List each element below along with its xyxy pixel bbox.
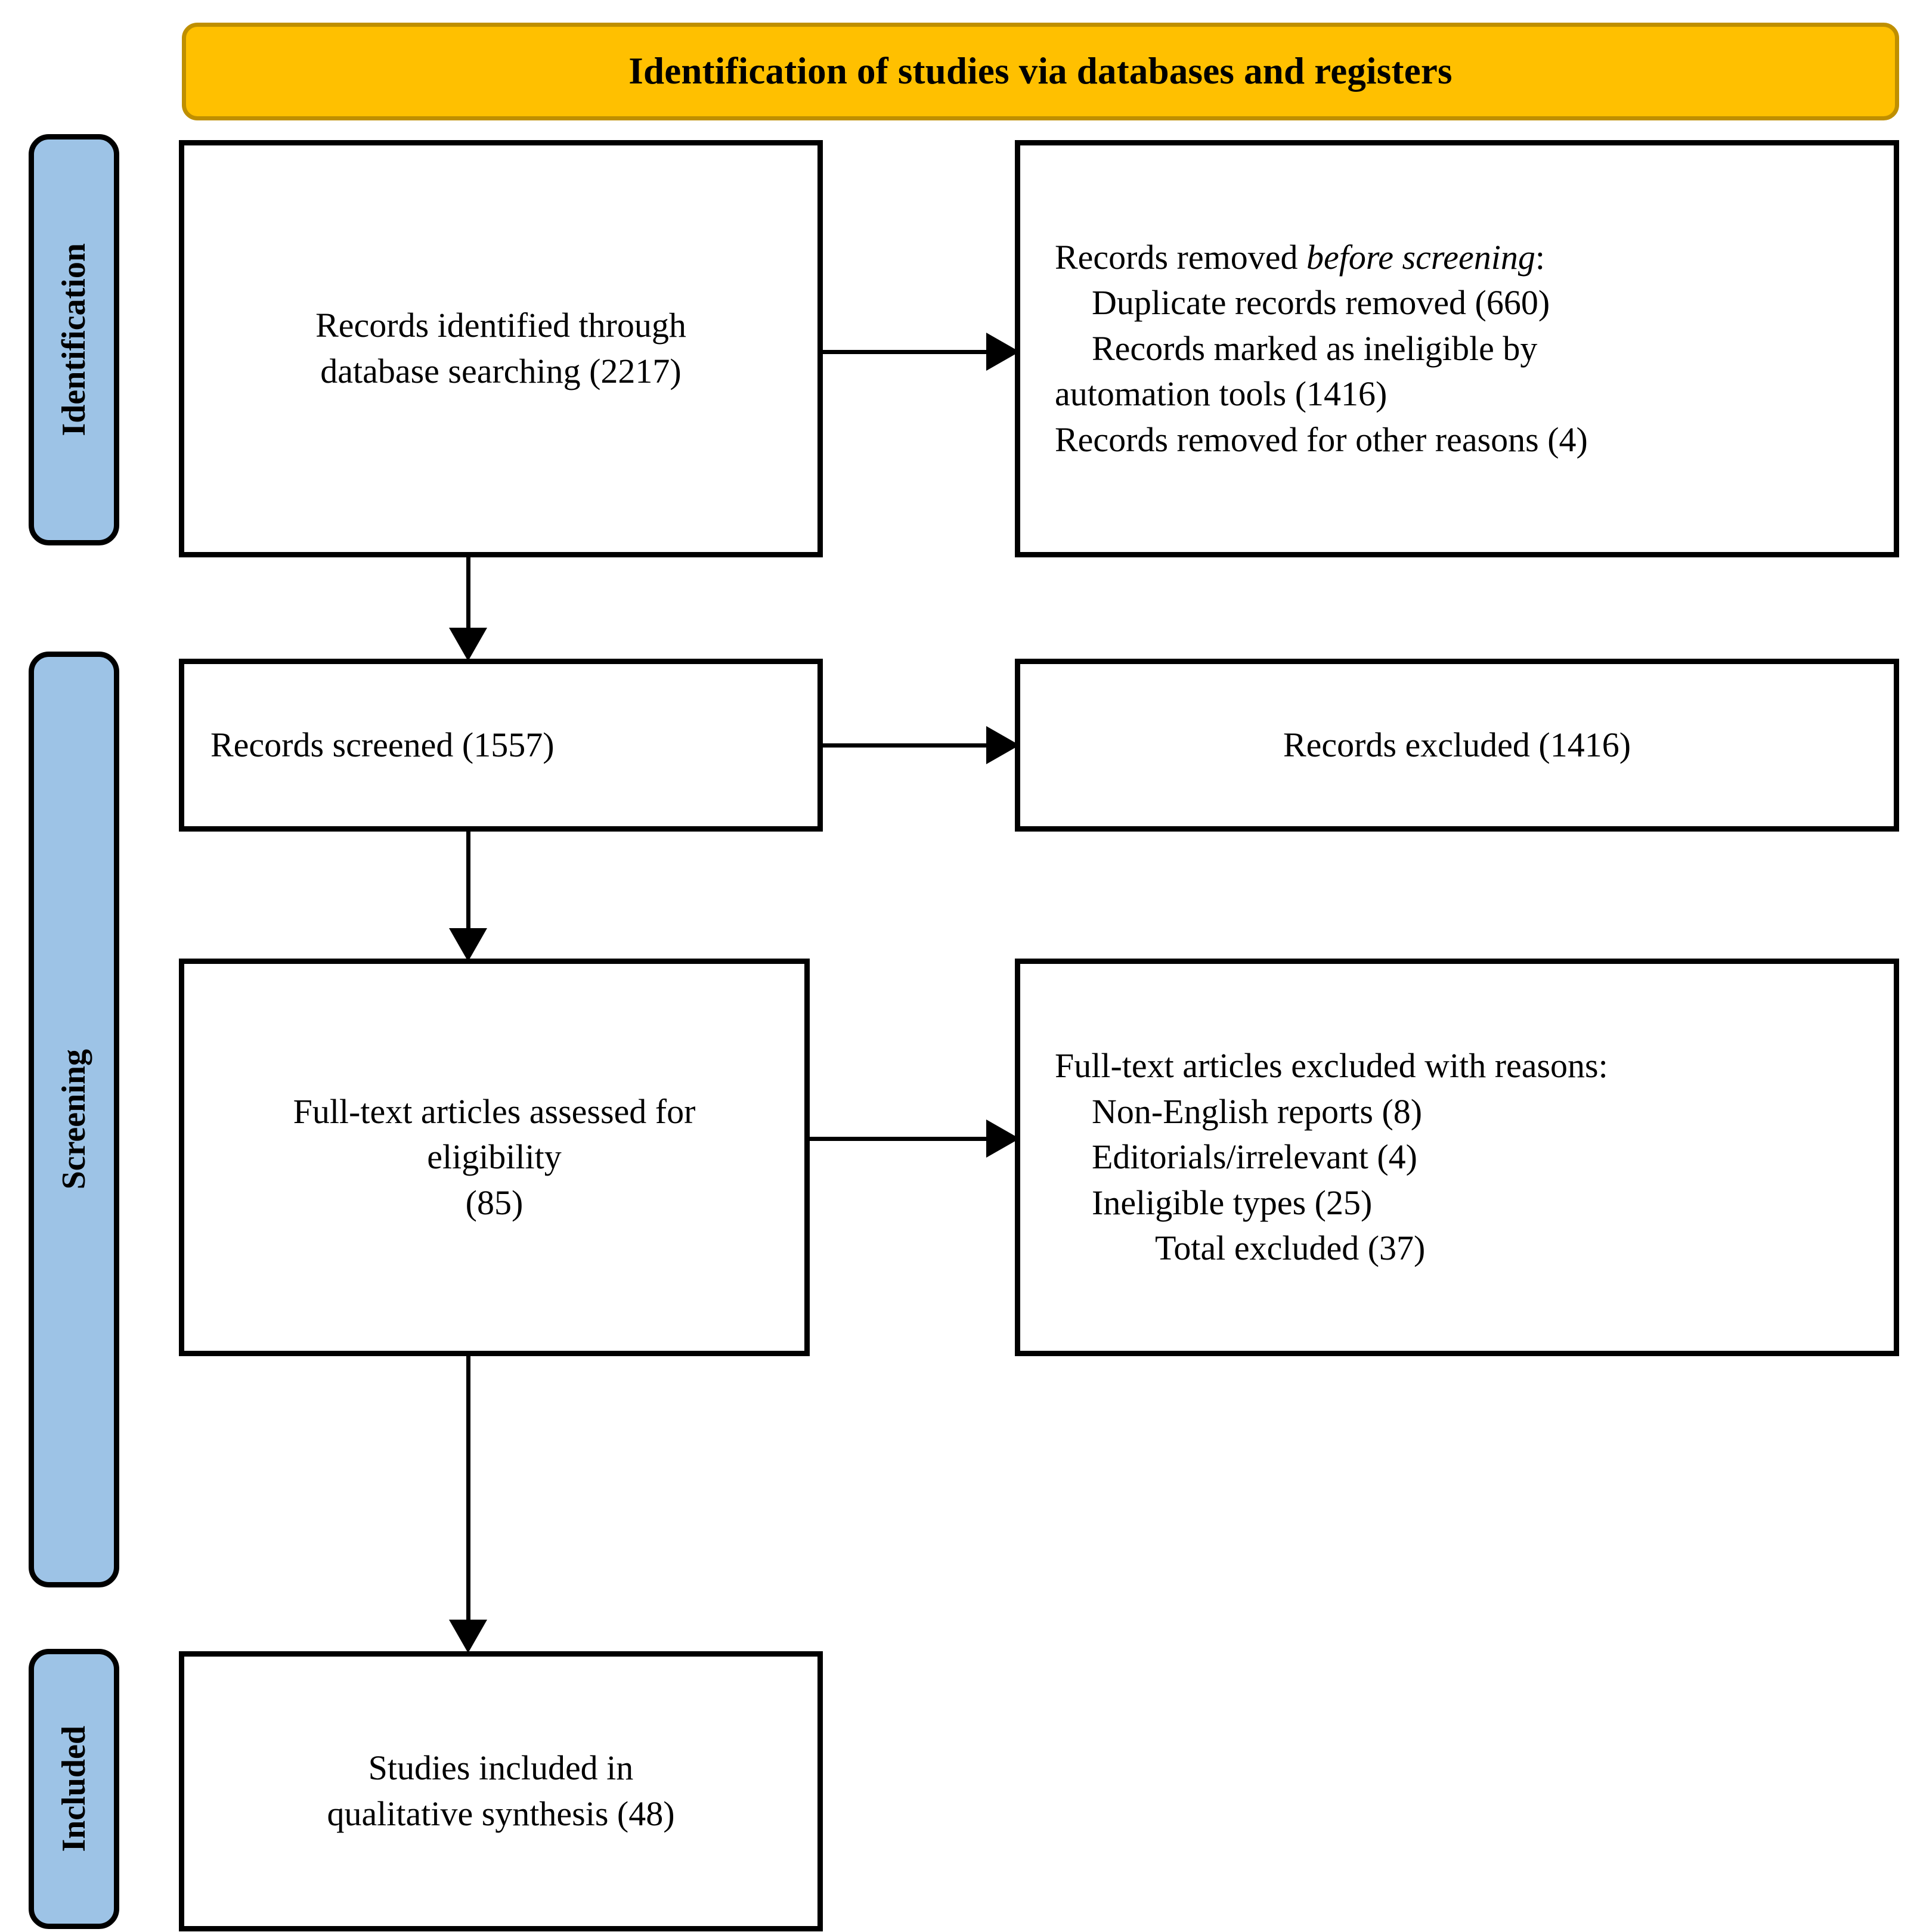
box-records-removed-heading-prefix: Records removed [1055,237,1306,277]
box-fulltext-assessed-line-1: Full-text articles assessed for [293,1091,696,1131]
phase-label-included: Included [29,1649,119,1929]
box-studies-included-line-2: qualitative synthesis (48) [327,1794,675,1833]
arrow-shaft [466,830,470,932]
box-fulltext-excluded-heading: Full-text articles excluded with reasons… [1055,1046,1608,1086]
box-fulltext-excluded-total: Total excluded (37) [1155,1229,1426,1268]
box-fulltext-excluded-item-3: Ineligible types (25) [1092,1183,1373,1222]
box-records-screened: Records screened (1557) [179,659,823,832]
diagram-title: Identification of studies via databases … [628,50,1453,92]
arrow-head-right [986,333,1020,371]
box-records-removed: Records removed before screening: Duplic… [1015,140,1899,557]
arrow-shaft [822,743,990,748]
arrow-head-right [986,726,1020,764]
box-records-excluded-line-1: Records excluded (1416) [1283,725,1631,764]
diagram-header-banner: Identification of studies via databases … [182,23,1899,120]
box-fulltext-assessed-line-3: (85) [465,1183,524,1222]
box-fulltext-excluded: Full-text articles excluded with reasons… [1015,959,1899,1356]
box-records-removed-heading-suffix: : [1535,237,1545,277]
box-records-screened-line-1: Records screened (1557) [210,725,555,764]
arrow-screened-to-excluded-icon [822,724,1020,766]
box-records-removed-item-1: Duplicate records removed (660) [1092,283,1550,322]
phase-label-identification-text: Identification [55,243,92,436]
box-fulltext-excluded-item-1: Non-English reports (8) [1092,1091,1423,1131]
arrow-identified-to-screened-icon [448,556,488,661]
box-records-identified: Records identified through database sear… [179,140,823,557]
arrow-shaft [822,350,990,354]
phase-label-included-text: Included [55,1726,92,1852]
arrow-head-down [449,628,487,661]
box-studies-included: Studies included in qualitative synthesi… [179,1651,823,1931]
arrow-head-down [449,928,487,962]
box-records-removed-item-2: Records marked as ineligible by [1092,328,1538,368]
box-records-removed-heading-italic: before screening [1306,237,1535,277]
arrow-fulltext-to-excluded-icon [809,1118,1020,1159]
arrow-identified-to-removed-icon [822,331,1020,373]
box-records-removed-item-3: automation tools (1416) [1055,374,1388,414]
box-records-identified-line-2: database searching (2217) [320,352,682,390]
arrow-head-right [986,1119,1020,1158]
arrow-screened-to-fulltext-icon [448,830,488,962]
arrow-shaft [466,1355,470,1623]
arrow-fulltext-to-included-icon [448,1355,488,1653]
arrow-shaft [466,556,470,631]
box-records-identified-line-1: Records identified through [315,306,686,345]
arrow-head-down [449,1620,487,1653]
phase-label-screening-text: Screening [55,1049,92,1190]
box-fulltext-assessed-line-2: eligibility [427,1137,562,1177]
box-fulltext-excluded-item-2: Editorials/irrelevant (4) [1092,1137,1417,1177]
box-records-removed-item-4: Records removed for other reasons (4) [1055,420,1588,459]
box-records-removed-heading: Records removed before screening: [1055,235,1859,281]
phase-label-identification: Identification [29,134,119,545]
box-records-excluded: Records excluded (1416) [1015,659,1899,832]
phase-label-screening: Screening [29,652,119,1587]
box-studies-included-line-1: Studies included in [368,1748,634,1788]
arrow-shaft [809,1137,990,1141]
box-fulltext-assessed: Full-text articles assessed for eligibil… [179,959,810,1356]
